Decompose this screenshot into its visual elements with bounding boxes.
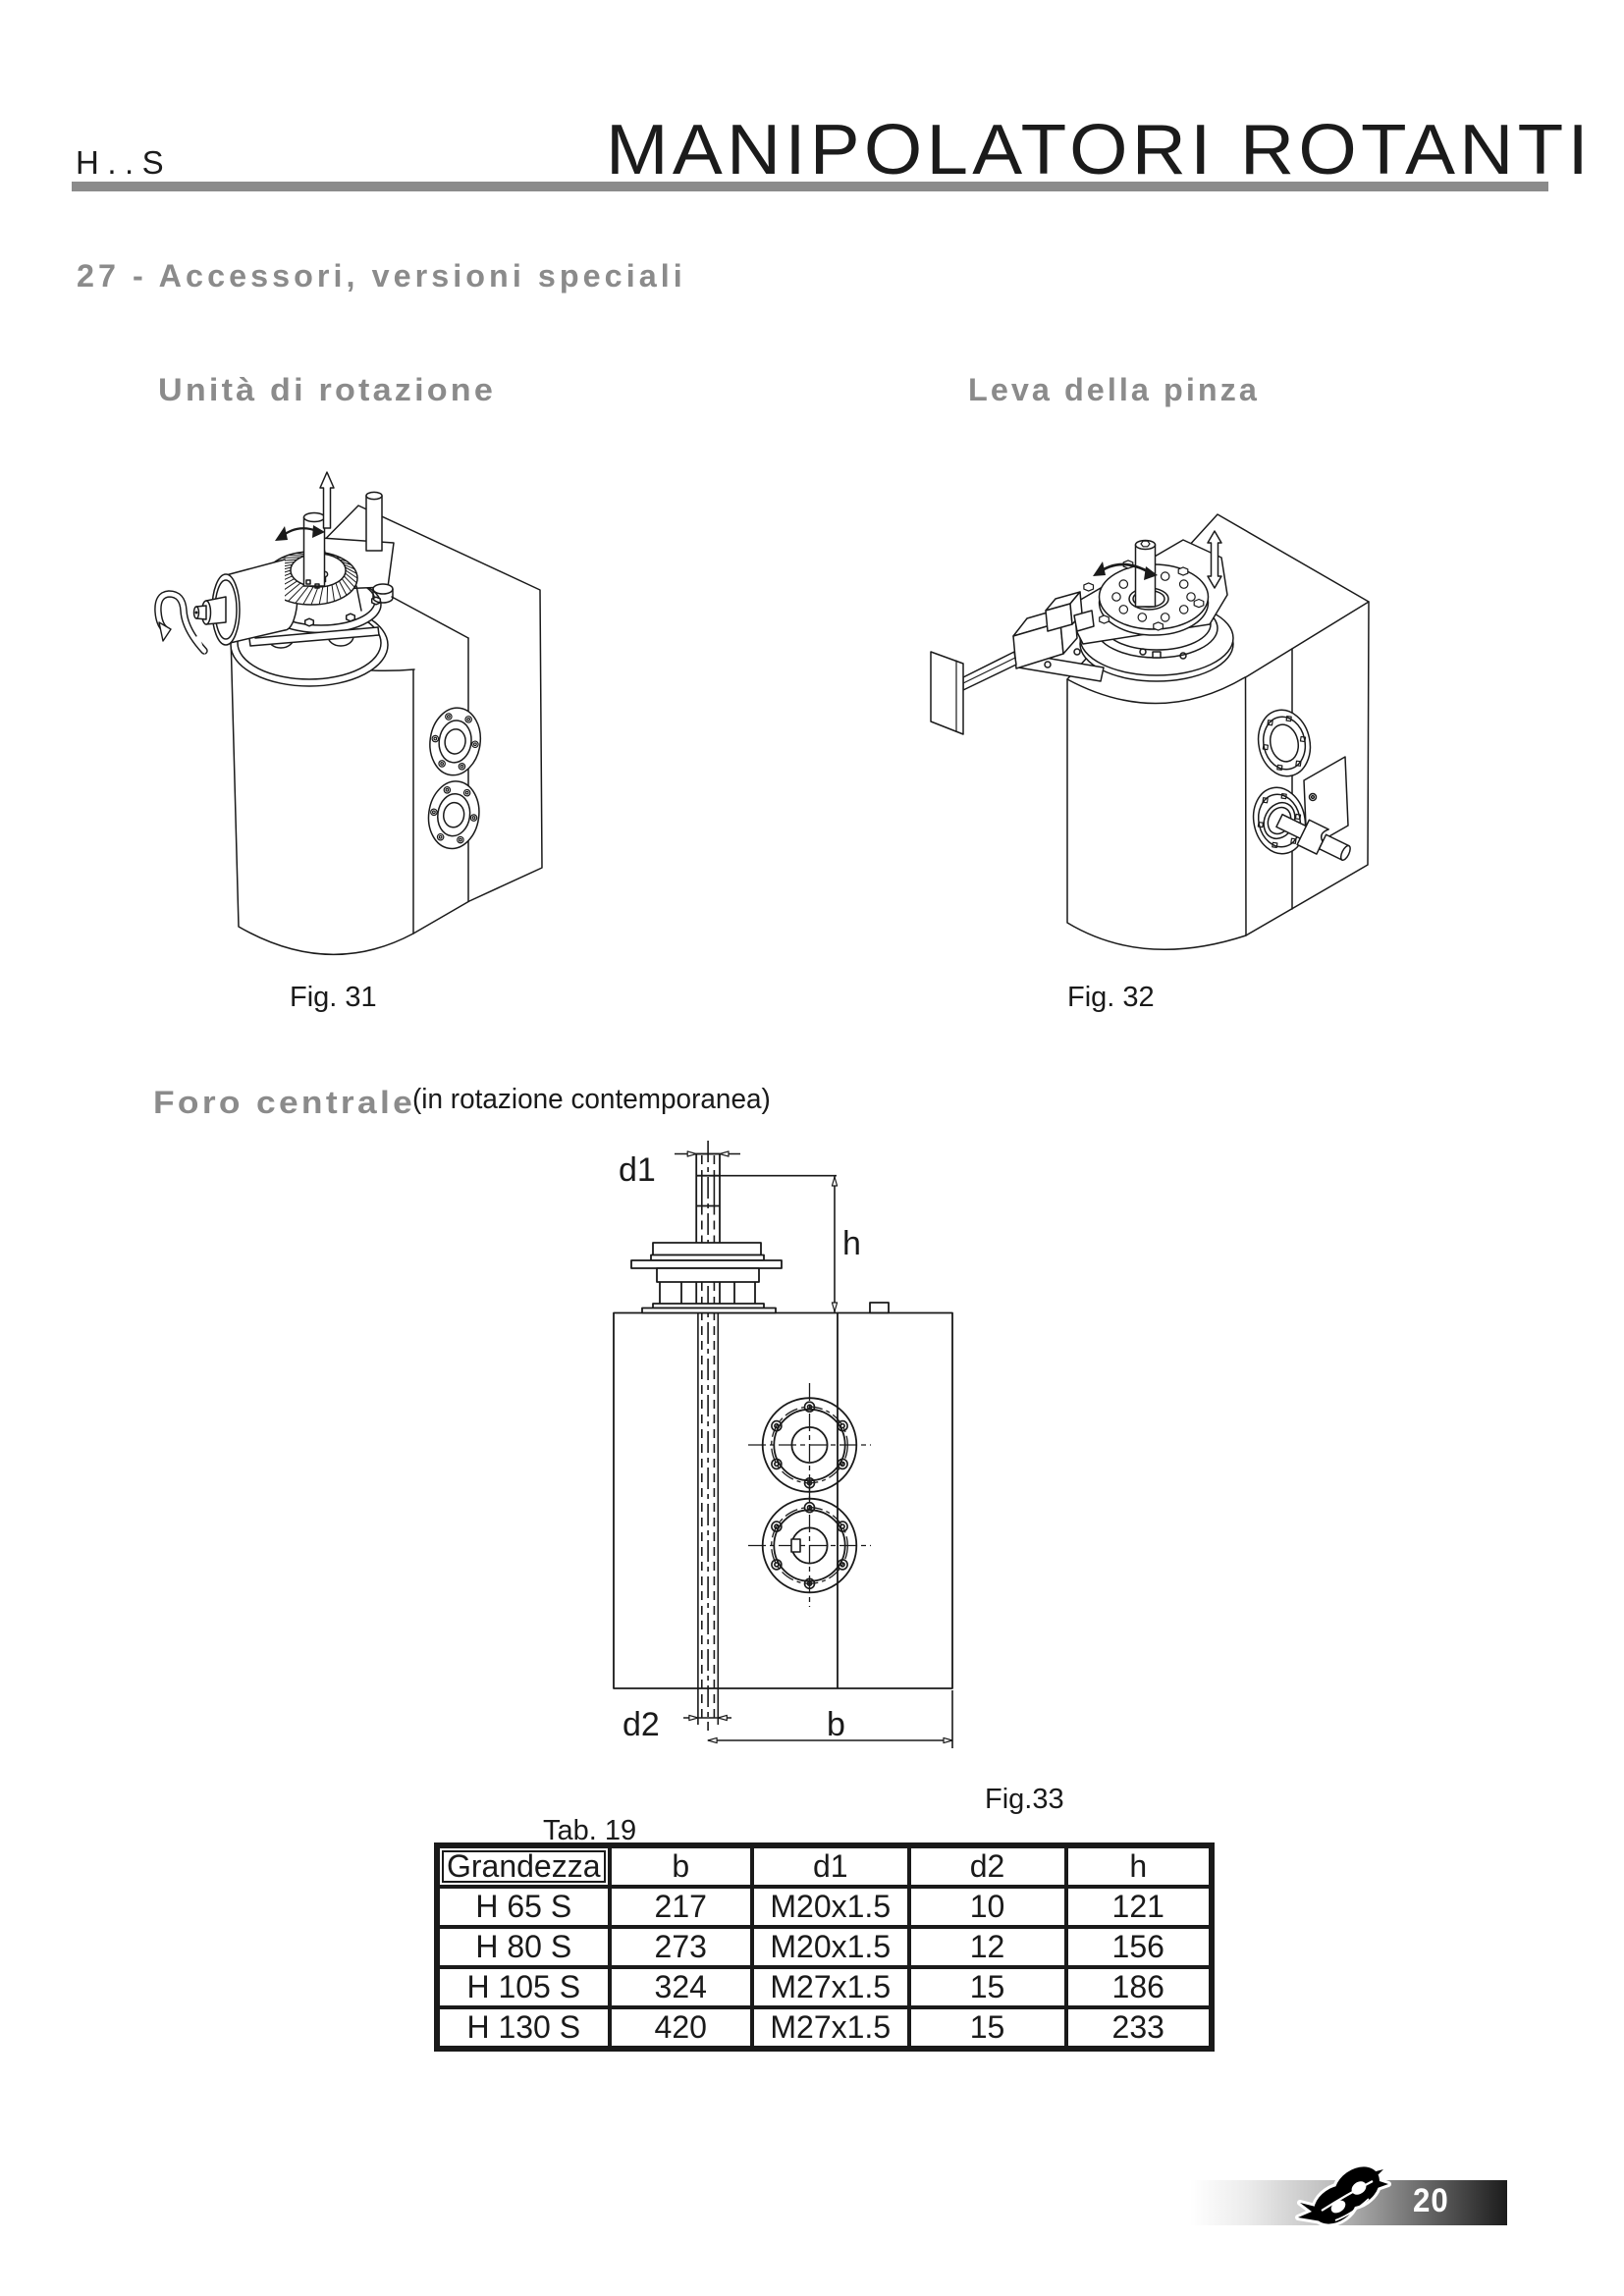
svg-text:h: h	[842, 1225, 861, 1262]
svg-text:d2: d2	[623, 1706, 660, 1743]
svg-text:b: b	[827, 1706, 845, 1743]
svg-text:d1: d1	[619, 1151, 656, 1189]
